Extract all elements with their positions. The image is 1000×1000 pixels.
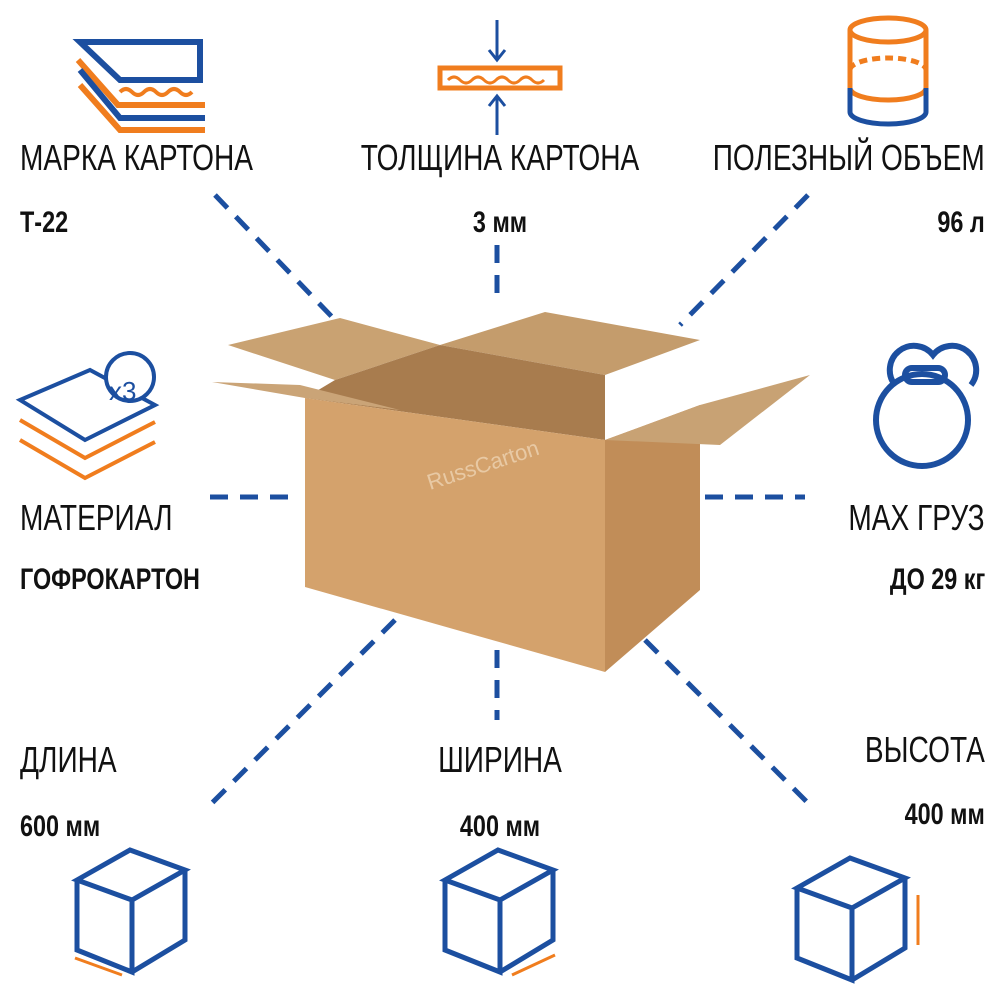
connector-lines (208, 193, 812, 807)
brand-value: Т-22 (20, 206, 69, 239)
load-label: MAX ГРУЗ (848, 497, 985, 538)
thickness-icon (437, 20, 563, 135)
cardboard-layers-icon (72, 39, 205, 133)
brand-label: МАРКА КАРТОНА (20, 137, 254, 178)
cube-width-icon (439, 847, 559, 977)
width-label: ШИРИНА (438, 739, 562, 780)
height-value: 400 мм (904, 798, 985, 831)
kettlebell-icon (873, 342, 980, 469)
width-value: 400 мм (459, 810, 541, 843)
material-value: ГОФРОКАРТОН (20, 563, 200, 596)
layers-badge: x3 (109, 376, 137, 406)
cube-length-icon (71, 847, 191, 977)
thickness-value: 3 мм (472, 206, 528, 239)
material-layers-icon (15, 351, 160, 481)
height-label: ВЫСОТА (864, 729, 985, 770)
cube-height-icon (791, 855, 920, 984)
volume-label: ПОЛЕЗНЫЙ ОБЪЕМ (712, 137, 985, 178)
load-value: ДО 29 кг (889, 563, 985, 596)
volume-cylinder-icon (847, 15, 929, 127)
thickness-label: ТОЛЩИНА КАРТОНА (360, 137, 640, 178)
length-label: ДЛИНА (20, 739, 117, 780)
length-value: 600 мм (20, 810, 101, 843)
cardboard-box-image: RussCarton (212, 312, 810, 672)
material-label: МАТЕРИАЛ (20, 497, 173, 538)
volume-value: 96 л (937, 206, 985, 239)
